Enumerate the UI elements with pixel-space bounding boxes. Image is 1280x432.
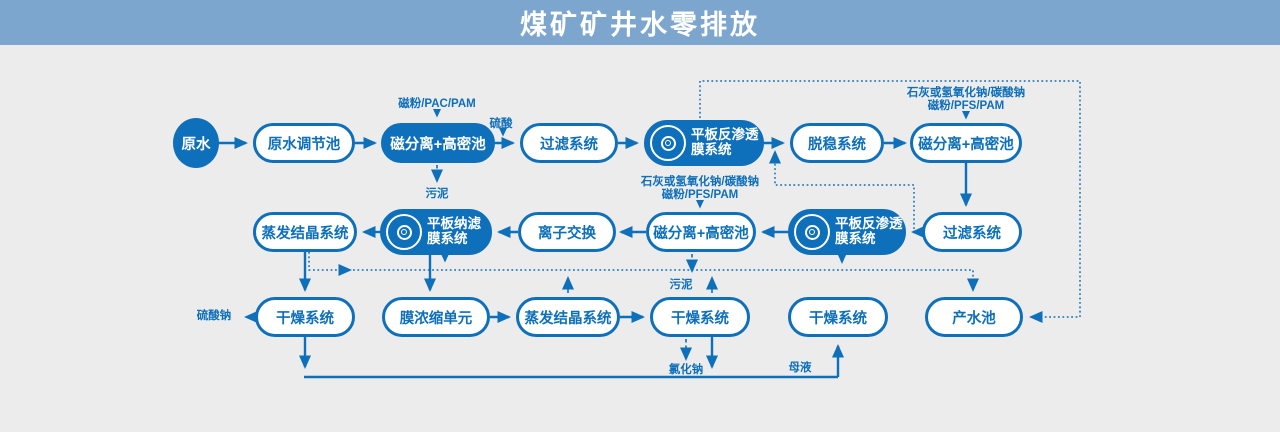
label-sodium-sulfate: 硫酸钠 bbox=[196, 310, 232, 322]
dotted-ro1-to-productpool bbox=[699, 80, 1081, 323]
node-nf-membrane: 平板纳滤膜系统 bbox=[380, 209, 492, 255]
node-mag-sep-1: 磁分离+高密池 bbox=[381, 123, 495, 163]
title-bar: 煤矿矿井水零排放 bbox=[0, 0, 1280, 45]
dotted-bypass-to-destab bbox=[769, 150, 915, 229]
node-evap-crystallize-1: 蒸发结晶系统 bbox=[253, 212, 357, 252]
node-ro-membrane-1-label: 平板反渗透膜系统 bbox=[691, 127, 759, 157]
dotted-condensate-to-productpool bbox=[353, 269, 979, 292]
label-mother-liquor: 母液 bbox=[788, 362, 812, 374]
node-nf-membrane-label: 平板纳滤膜系统 bbox=[427, 216, 481, 246]
label-dosing-lime-1: 石灰或氢氧化钠/碳酸钠 磁粉/PFS/PAM bbox=[906, 87, 1026, 113]
node-dryer-1: 干燥系统 bbox=[255, 297, 355, 337]
node-raw-water: 原水 bbox=[173, 118, 219, 168]
node-ro-membrane-2: 平板反渗透膜系统 bbox=[788, 209, 906, 255]
node-dryer-2: 干燥系统 bbox=[650, 297, 750, 337]
node-destabilization: 脱稳系统 bbox=[790, 123, 884, 163]
node-mag-sep-3: 磁分离+高密池 bbox=[646, 212, 756, 252]
membrane-disc-icon bbox=[650, 125, 686, 161]
page-title: 煤矿矿井水零排放 bbox=[520, 10, 760, 40]
label-sulfuric-acid: 硫酸 bbox=[489, 118, 513, 130]
node-ro-membrane-2-label: 平板反渗透膜系统 bbox=[835, 216, 903, 246]
dotted-condensate-start bbox=[308, 252, 352, 276]
node-filter-system-2: 过滤系统 bbox=[922, 212, 1022, 252]
label-sodium-chloride: 氯化钠 bbox=[668, 364, 704, 376]
node-ion-exchange: 离子交换 bbox=[518, 212, 616, 252]
solid-flow-arrows bbox=[218, 137, 972, 379]
node-evap-crystallize-2: 蒸发结晶系统 bbox=[516, 297, 620, 337]
node-ro-membrane-1: 平板反渗透膜系统 bbox=[644, 120, 764, 166]
node-dryer-3: 干燥系统 bbox=[788, 297, 888, 337]
membrane-disc-icon bbox=[794, 214, 830, 250]
node-regulating-pool: 原水调节池 bbox=[253, 123, 355, 163]
membrane-disc-icon bbox=[386, 214, 422, 250]
node-product-water-pool: 产水池 bbox=[925, 297, 1023, 337]
dotted-recycle-lines bbox=[308, 80, 1081, 323]
dashed-branch-arrows bbox=[244, 109, 970, 361]
label-dosing-lime-2: 石灰或氢氧化钠/碳酸钠 磁粉/PFS/PAM bbox=[640, 176, 760, 202]
label-dosing-pac: 磁粉/PAC/PAM bbox=[398, 98, 476, 110]
label-sludge-2: 污泥 bbox=[669, 279, 693, 291]
node-mag-sep-2: 磁分离+高密池 bbox=[910, 123, 1022, 163]
node-membrane-concentration: 膜浓缩单元 bbox=[382, 297, 490, 337]
node-filter-system-1: 过滤系统 bbox=[520, 123, 618, 163]
label-sludge-1: 污泥 bbox=[425, 188, 449, 200]
